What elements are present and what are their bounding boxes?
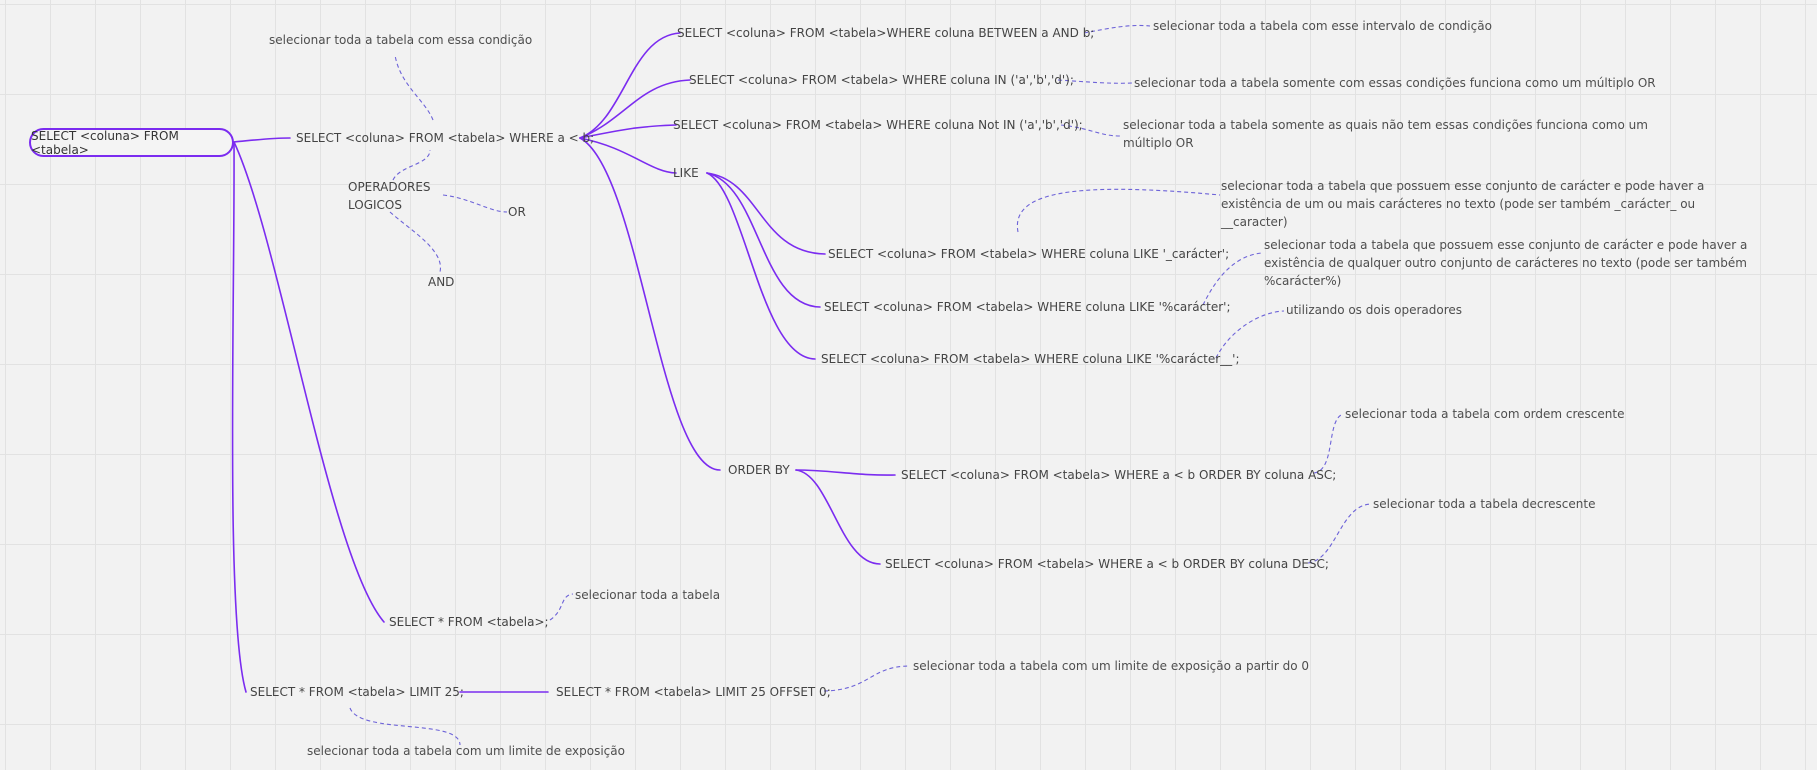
node-like[interactable]: LIKE: [673, 166, 699, 180]
branch-order-to-asc: [795, 469, 896, 476]
branch-where-to-between: [579, 32, 681, 139]
note-desc: selecionar toda a tabela decrescente: [1373, 497, 1596, 511]
note-limit: selecionar toda a tabela com um limite d…: [307, 744, 625, 758]
node-select-all[interactable]: SELECT * FROM <tabela>;: [389, 615, 549, 629]
branch-root-to-limit: [231, 141, 247, 693]
branch-root-to-select-all: [233, 141, 385, 623]
branch-like-to-like2: [706, 172, 821, 308]
dashed-where-note: [394, 54, 434, 121]
note-in: selecionar toda a tabela somente com ess…: [1134, 76, 1656, 90]
branch-like-to-like3: [706, 172, 816, 360]
branch-order-to-desc: [795, 469, 881, 565]
branch-where-to-order-by: [579, 137, 721, 471]
node-where[interactable]: SELECT <coluna> FROM <tabela> WHERE a < …: [296, 131, 595, 145]
note-asc: selecionar toda a tabela com ordem cresc…: [1345, 407, 1625, 421]
note-like2: selecionar toda a tabela que possuem ess…: [1264, 238, 1748, 288]
dashed-like3-note: [1215, 310, 1285, 359]
node-not-in[interactable]: SELECT <coluna> FROM <tabela> WHERE colu…: [673, 118, 1083, 132]
branch-where-to-in: [579, 79, 691, 139]
node-like3[interactable]: SELECT <coluna> FROM <tabela> WHERE colu…: [821, 352, 1240, 366]
branch-like-to-like1: [706, 172, 826, 255]
dashed-offset-note: [823, 665, 911, 692]
root-node-select[interactable]: SELECT <coluna> FROM <tabela>: [29, 128, 234, 157]
dashed-like1-note: [1016, 188, 1221, 233]
dashed-desc-note: [1307, 503, 1372, 564]
note-like3: utilizando os dois operadores: [1286, 303, 1463, 317]
dashed-asc-note: [1313, 413, 1344, 474]
dashed-limit-note: [349, 707, 461, 746]
node-operadores-line1[interactable]: OPERADORES: [348, 180, 431, 194]
dashed-operadores-to-and: [389, 211, 441, 273]
dashed-between-note: [1083, 24, 1151, 34]
note-where: selecionar toda a tabela com essa condiç…: [269, 33, 533, 47]
note-between: selecionar toda a tabela com esse interv…: [1153, 19, 1492, 33]
node-desc[interactable]: SELECT <coluna> FROM <tabela> WHERE a < …: [885, 557, 1329, 571]
node-offset[interactable]: SELECT * FROM <tabela> LIMIT 25 OFFSET 0…: [556, 685, 831, 699]
node-or[interactable]: OR: [508, 205, 526, 219]
dashed-select-all-note: [549, 593, 574, 621]
branch-root-to-where: [233, 137, 291, 143]
node-and[interactable]: AND: [428, 275, 455, 289]
dashed-operadores-to-or: [442, 194, 508, 213]
branch-where-to-like: [579, 137, 677, 174]
note-not-in: selecionar toda a tabela somente as quai…: [1123, 118, 1648, 150]
dashed-operadores-to-where: [392, 149, 431, 181]
node-order-by[interactable]: ORDER BY: [728, 463, 790, 477]
note-select-all: selecionar toda a tabela: [575, 588, 721, 602]
node-operadores-line2[interactable]: LOGICOS: [348, 198, 402, 212]
node-in[interactable]: SELECT <coluna> FROM <tabela> WHERE colu…: [689, 73, 1074, 87]
node-asc[interactable]: SELECT <coluna> FROM <tabela> WHERE a < …: [901, 468, 1337, 482]
note-offset: selecionar toda a tabela com um limite d…: [913, 659, 1310, 673]
branch-where-to-not-in: [579, 124, 677, 139]
node-between[interactable]: SELECT <coluna> FROM <tabela>WHERE colun…: [677, 26, 1095, 40]
node-limit[interactable]: SELECT * FROM <tabela> LIMIT 25;: [250, 685, 464, 699]
note-like1: selecionar toda a tabela que possuem ess…: [1221, 179, 1705, 229]
dashed-in-note: [1057, 79, 1133, 84]
node-like2[interactable]: SELECT <coluna> FROM <tabela> WHERE colu…: [824, 300, 1231, 314]
node-like1[interactable]: SELECT <coluna> FROM <tabela> WHERE colu…: [828, 247, 1230, 261]
